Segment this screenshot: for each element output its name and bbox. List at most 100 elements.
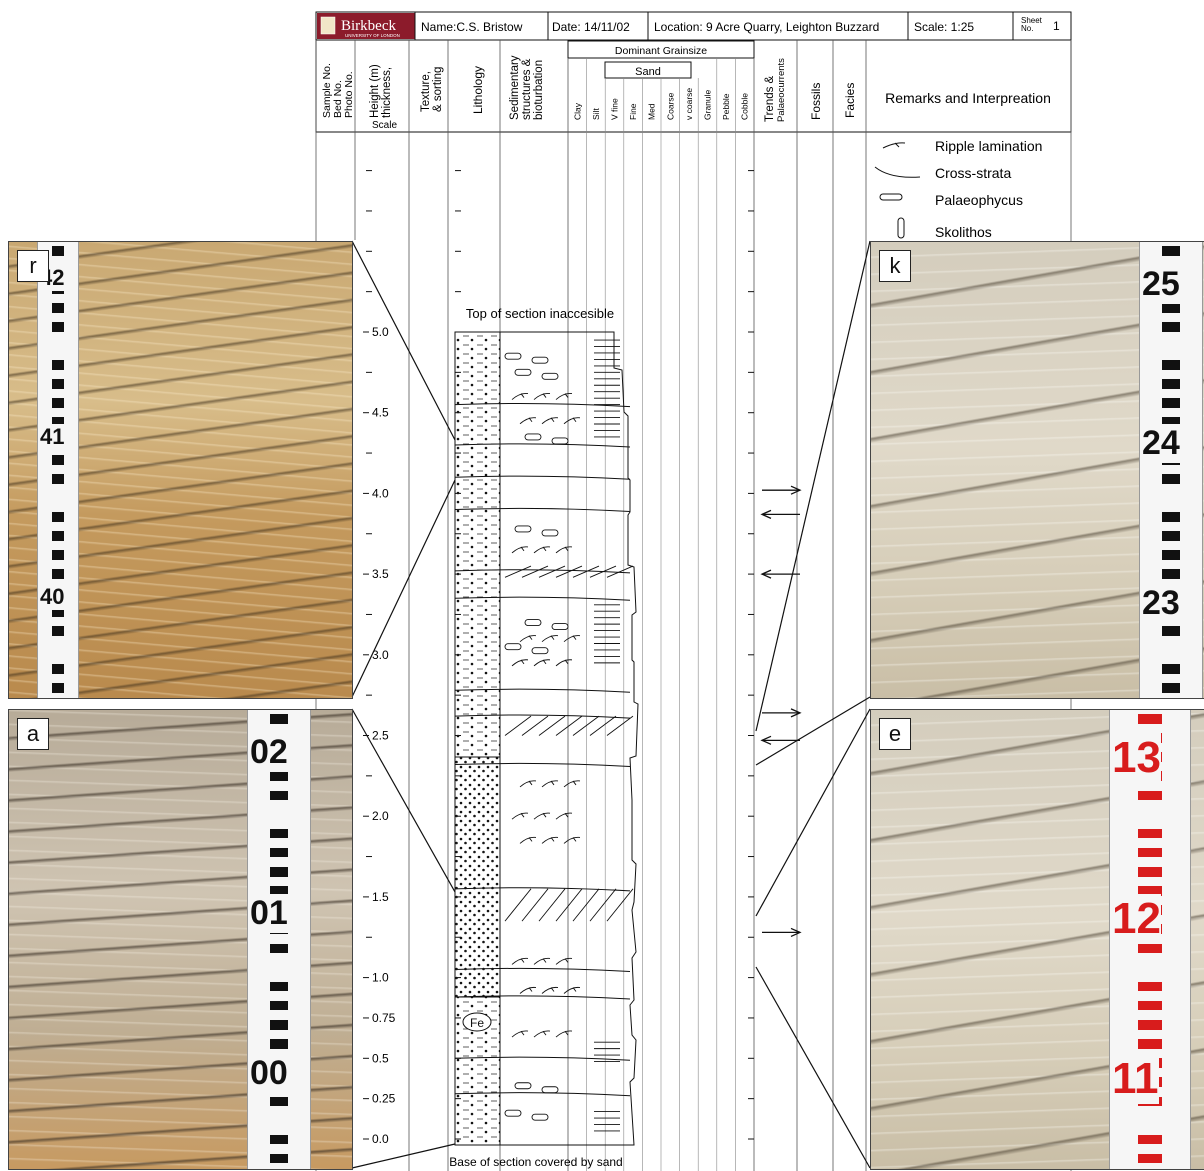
ripple-mark <box>512 393 528 399</box>
col-height-scale: Scale <box>372 120 397 131</box>
legend-label: Cross-strata <box>935 165 1011 181</box>
ripple-mark <box>542 837 558 843</box>
palaeophycus-icon <box>880 194 902 200</box>
staff-number: 01 <box>250 894 288 933</box>
recorder-name: Name:C.S. Bristow <box>421 20 523 34</box>
sheet-label: SheetNo. <box>1021 16 1043 33</box>
ripple-mark <box>542 781 558 787</box>
lithology-middle <box>455 757 500 997</box>
staff-mark <box>52 455 64 465</box>
staff-number: 41 <box>40 424 64 450</box>
palaeophycus-burrow <box>505 644 521 650</box>
grain-col-4: Fine <box>628 103 638 120</box>
tie-a-bottom <box>352 1144 455 1168</box>
staff-mark <box>52 512 64 522</box>
ripple-mark <box>520 987 536 993</box>
staff-mark <box>52 322 64 332</box>
ripple-mark <box>520 781 536 787</box>
height-label: 5.0 <box>372 325 389 339</box>
col-trends-l1: Trends & <box>764 75 776 122</box>
tie-a-top <box>352 709 455 892</box>
staff-number: 25 <box>1142 265 1180 304</box>
grain-col-6: Coarse <box>665 92 675 120</box>
logo-subtext: UNIVERSITY OF LONDON <box>345 33 400 38</box>
grain-col-10: Cobble <box>740 93 750 120</box>
ripple-mark <box>534 1031 550 1037</box>
tie-lines <box>352 241 870 1168</box>
ripple-mark <box>564 987 580 993</box>
staff-mark <box>1138 1039 1162 1049</box>
ripple-mark <box>542 987 558 993</box>
staff-mark <box>1162 664 1181 674</box>
grain-col-3: V fine <box>610 98 620 120</box>
col-texture-l1: Texture, <box>420 71 432 112</box>
staff-mark <box>1162 322 1181 332</box>
photo-k: 252423 k <box>870 241 1204 699</box>
cross-strata <box>522 889 548 921</box>
staff-mark <box>1162 531 1181 541</box>
staff-mark <box>1162 398 1181 408</box>
ripple-mark <box>564 837 580 843</box>
ripple-mark <box>534 547 550 553</box>
photo-tag-r: r <box>17 250 49 282</box>
dominant-grainsize-label: Dominant Grainsize <box>615 45 707 57</box>
stratigraphic-column: Fe <box>455 332 638 1145</box>
staff-mark <box>1162 360 1181 370</box>
col-sed-l2: structures & <box>521 58 533 120</box>
tie-k-bottom <box>756 697 870 765</box>
palaeocurrent-arrows <box>762 486 800 936</box>
staff-mark <box>1138 1020 1162 1030</box>
staff-mark <box>1138 1154 1162 1164</box>
legend-label: Palaeophycus <box>935 192 1023 208</box>
photo-tag-e: e <box>879 718 911 750</box>
staff-mark <box>1138 1001 1162 1011</box>
height-label: 1.0 <box>372 971 389 985</box>
grain-col-5: Med <box>647 103 657 120</box>
cross-strata <box>556 716 582 735</box>
grain-size-grid <box>587 58 736 1171</box>
legend-label: Ripple lamination <box>935 138 1042 154</box>
staff-mark <box>270 848 289 858</box>
crest-icon <box>321 17 335 34</box>
col-height: Height (m)thickness, <box>369 64 393 118</box>
col-height-l1: Height (m) <box>369 64 381 118</box>
grain-col-9: Pebble <box>721 93 731 120</box>
height-label: 0.25 <box>372 1092 396 1106</box>
ripple-mark <box>512 958 528 964</box>
cross-strata <box>539 566 565 577</box>
staff-mark <box>270 791 289 801</box>
col-trends-l2: Palaeocurrents <box>776 58 787 122</box>
logo-text: Birkbeck <box>341 18 396 34</box>
legend-item: Palaeophycus <box>880 192 1023 208</box>
log-scale: Scale: 1:25 <box>914 20 974 34</box>
cross-strata-icon <box>875 167 920 177</box>
lithology-upper <box>455 332 500 757</box>
palaeophycus-burrow <box>552 438 568 444</box>
ripple-mark <box>520 636 536 642</box>
legend-item: Skolithos <box>898 218 992 240</box>
palaeophycus-burrow <box>515 526 531 532</box>
staff-mark <box>1162 379 1181 389</box>
cross-strata <box>505 889 531 921</box>
height-label: 3.5 <box>372 567 389 581</box>
staff-mark <box>1138 867 1162 877</box>
staff-number: 13 <box>1112 733 1161 783</box>
ripple-mark <box>556 660 572 666</box>
grain-col-7: v coarse <box>684 88 694 120</box>
col-sed-l3: bioturbation <box>533 60 545 120</box>
staff-number: 12 <box>1112 894 1161 944</box>
cross-strata <box>607 716 633 735</box>
height-label: 0.75 <box>372 1011 396 1025</box>
ripple-mark <box>512 547 528 553</box>
staff-mark <box>52 379 64 389</box>
palaeophycus-burrow <box>552 624 568 630</box>
staff-number: 02 <box>250 733 288 772</box>
staff-mark <box>52 474 64 484</box>
staff-mark <box>1162 626 1181 636</box>
col-facies: Facies <box>843 83 857 118</box>
ripple-mark <box>534 660 550 666</box>
ripple-mark <box>520 418 536 424</box>
staff-mark <box>1162 303 1181 313</box>
tie-k-top <box>756 241 870 731</box>
survey-staff-r: 424140 <box>37 242 79 698</box>
